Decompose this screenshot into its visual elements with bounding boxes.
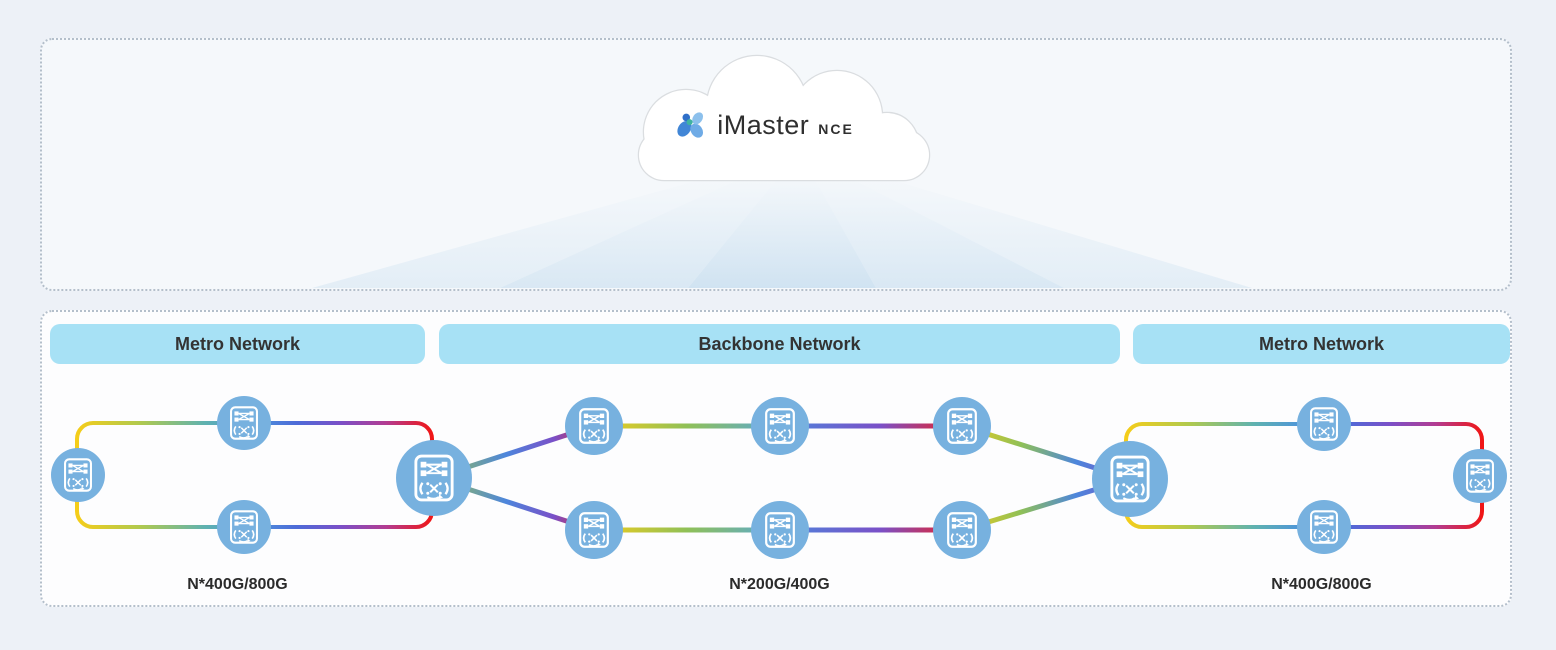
section-header-label: Backbone Network [698,333,861,354]
node-backbone-top-3 [933,397,991,455]
section-header-label: Metro Network [1258,333,1384,354]
node-metro-left-north [217,396,271,450]
imaster-logo-icon [677,112,704,138]
capacity-label-metro-right: N*400G/800G [1271,576,1372,593]
section-header-label: Metro Network [174,333,300,354]
node-metro-right-east [1453,449,1507,503]
node-backbone-bottom-1 [565,501,623,559]
capacity-label-backbone: N*200G/400G [729,576,830,593]
section-header-metro-right: Metro Network [1133,324,1510,364]
node-metro-left-south [217,500,271,554]
cloud-brand: iMaster NCE [594,108,934,142]
node-gateway-right [1092,441,1168,517]
section-header-metro-left: Metro Network [50,324,425,364]
node-metro-right-north [1297,397,1351,451]
node-gateway-left [396,440,472,516]
node-backbone-top-1 [565,397,623,455]
light-rays [312,178,1252,288]
brand-suffix: NCE [818,121,854,137]
topology-diagram [51,396,1507,559]
cloud-panel: iMaster NCE [40,38,1512,291]
node-backbone-bottom-3 [933,501,991,559]
network-panel: Metro Network Backbone Network Metro Net… [40,310,1512,607]
capacity-label-metro-left: N*400G/800G [187,576,288,593]
cloud: iMaster NCE [594,48,934,188]
node-backbone-bottom-2 [751,501,809,559]
node-metro-left-west [51,448,105,502]
node-backbone-top-2 [751,397,809,455]
node-metro-right-south [1297,500,1351,554]
brand-name: iMaster [717,109,810,140]
section-header-backbone: Backbone Network [439,324,1120,364]
